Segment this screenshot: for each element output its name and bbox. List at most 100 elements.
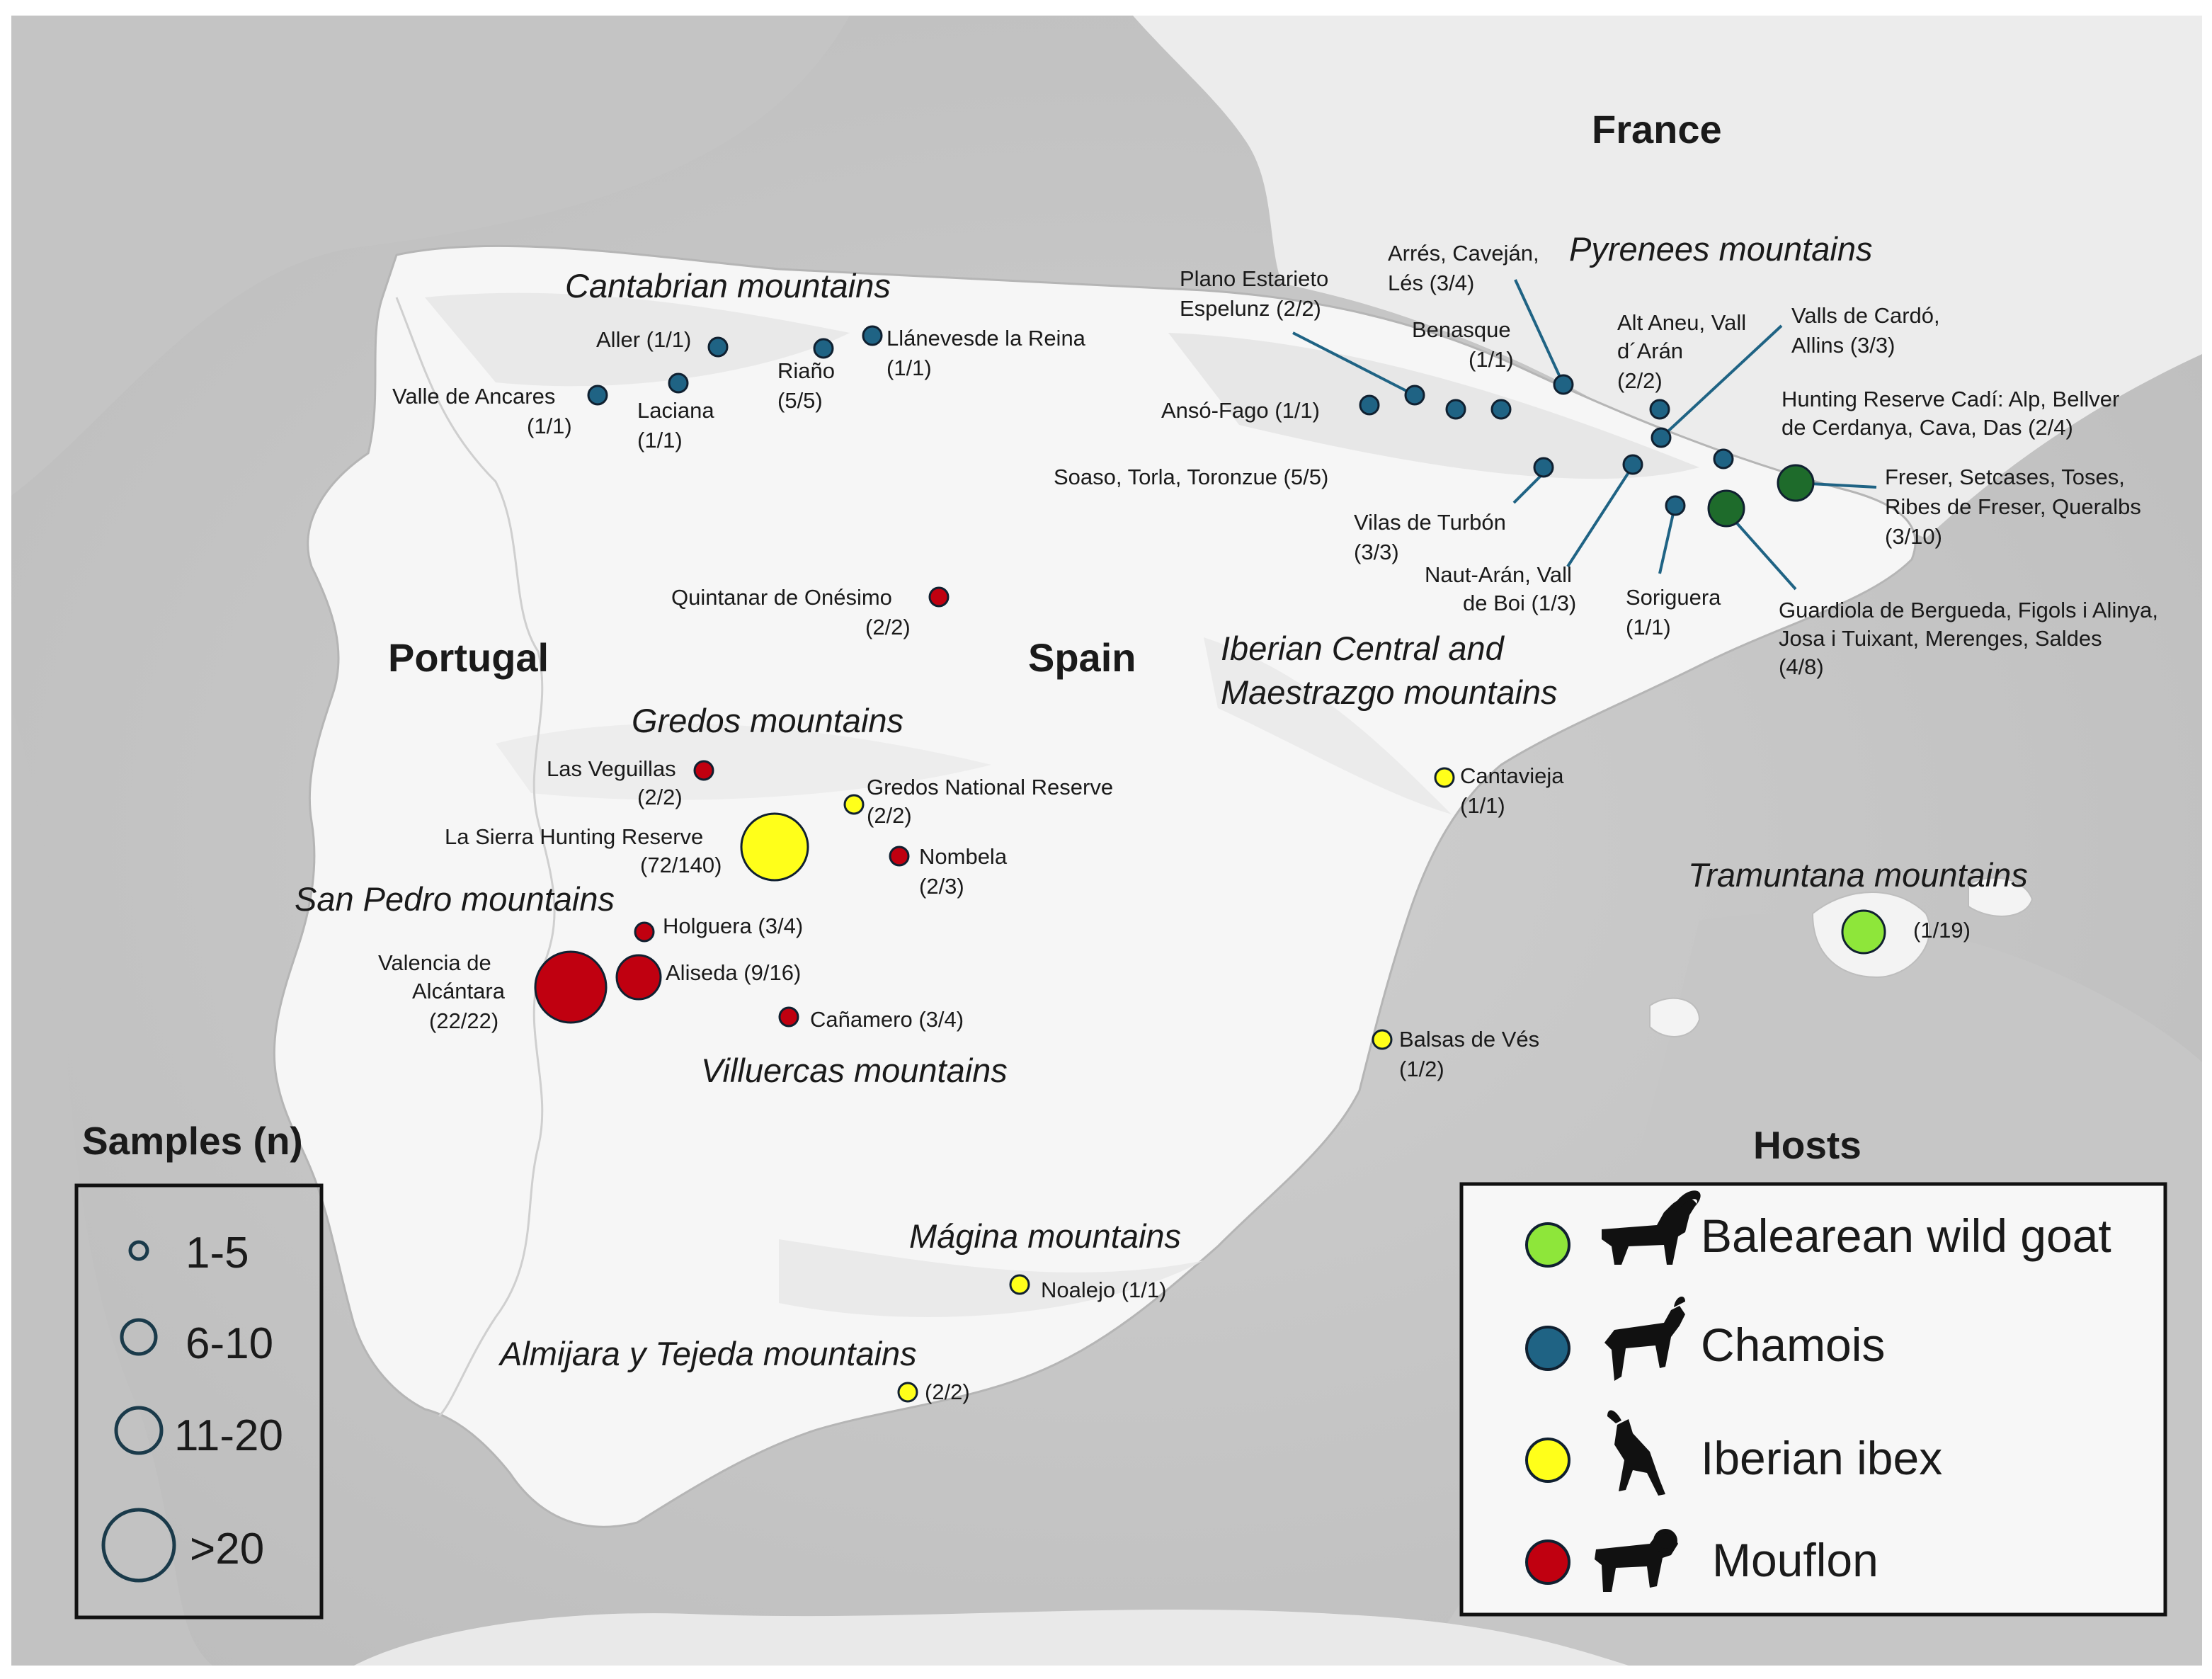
host-label: Iberian ibex — [1701, 1432, 1942, 1484]
ibex-silhouette-icon — [1607, 1410, 1665, 1496]
country-label-portugal: Portugal — [388, 635, 549, 680]
region-label: Iberian Central and — [1221, 630, 1505, 667]
site-label: (1/1) — [637, 428, 683, 453]
site-label: (2/2) — [1617, 368, 1663, 393]
site-label: Holguera (3/4) — [663, 914, 803, 938]
region-label: Tramuntana mountains — [1688, 856, 2028, 894]
chamois-silhouette-icon — [1604, 1297, 1685, 1381]
terrain-shade — [779, 1239, 1204, 1317]
marker-noalejo — [1009, 1274, 1030, 1295]
marker-canamero — [778, 1006, 799, 1028]
site-label: Naut-Arán, Vall — [1425, 562, 1572, 587]
marker-las-veguillas — [693, 760, 714, 781]
size-symbol-1-5 — [128, 1240, 149, 1261]
marker-tramuntana — [1841, 909, 1886, 955]
marker-valle-de-ancares — [587, 385, 608, 406]
site-label: d´Arán — [1617, 338, 1683, 363]
site-label: (1/1) — [1626, 615, 1671, 639]
site-label: Guardiola de Bergueda, Figols i Alinya, — [1779, 598, 2158, 622]
site-label: (1/1) — [1469, 347, 1514, 372]
site-label: Balsas de Vés — [1399, 1027, 1539, 1052]
site-label: (2/3) — [919, 874, 964, 899]
site-label: de Cerdanya, Cava, Das (2/4) — [1781, 415, 2073, 440]
deep-sea-shade — [11, 708, 212, 1666]
site-label: Josa i Tuixant, Merenges, Saldes — [1779, 626, 2102, 651]
marker-quintanar — [928, 586, 950, 608]
portugal-border — [395, 297, 556, 1418]
marker-nombela — [889, 846, 910, 867]
marker-vilas-de-turbon — [1533, 457, 1554, 478]
site-label: (22/22) — [429, 1008, 498, 1033]
site-label: Cañamero (3/4) — [810, 1007, 964, 1032]
site-label: (5/5) — [777, 388, 823, 413]
region-label: Gredos mountains — [632, 702, 903, 739]
samples-legend-title: Samples (n) — [82, 1119, 303, 1163]
marker-anso-fago — [1359, 394, 1380, 416]
samples-legend-box — [74, 1183, 324, 1620]
site-label: (2/2) — [925, 1379, 970, 1404]
site-label: (72/140) — [640, 853, 722, 877]
region-label: Mágina mountains — [909, 1217, 1181, 1255]
marker-alt-aneu — [1649, 399, 1670, 420]
marker-soaso — [1445, 399, 1466, 420]
region-label: Villuercas mountains — [701, 1052, 1008, 1089]
site-label: Espelunz (2/2) — [1180, 296, 1321, 321]
site-label: (1/19) — [1913, 918, 1971, 943]
terrain-shade — [425, 292, 850, 387]
site-label: Lés (3/4) — [1388, 271, 1474, 295]
iberian-peninsula-landmass — [273, 244, 1917, 1528]
france-landmass — [1133, 16, 2202, 538]
size-symbol-6-10 — [120, 1318, 158, 1356]
site-label: Quintanar de Onésimo — [671, 585, 892, 610]
marker-gredos-national-reserve — [843, 794, 865, 815]
marker-cantavieja — [1434, 767, 1455, 788]
marker-aliseda — [615, 954, 662, 1001]
menorca-island — [1968, 877, 2034, 917]
hosts-legend-title: Hosts — [1753, 1123, 1862, 1167]
host-symbol-chamois — [1525, 1326, 1570, 1371]
site-label: Soriguera — [1626, 585, 1721, 610]
site-label: (2/2) — [637, 785, 683, 809]
terrain-shade — [1168, 333, 1699, 479]
site-label: de Boi (1/3) — [1463, 591, 1576, 615]
africa-landmass — [354, 1609, 1629, 1666]
site-label: Noalejo (1/1) — [1041, 1277, 1166, 1302]
site-label: Llánevesde la Reina — [886, 326, 1086, 351]
marker-valls-de-cardo — [1651, 427, 1672, 448]
site-label: Plano Estarieto — [1180, 266, 1328, 291]
site-label: (2/2) — [865, 615, 911, 639]
site-label: (1/1) — [527, 414, 572, 438]
site-label: Aliseda (9/16) — [666, 960, 801, 985]
site-label: La Sierra Hunting Reserve — [445, 824, 703, 849]
site-label: Hunting Reserve Cadí: Alp, Bellver — [1781, 387, 2119, 411]
marker-naut-aran — [1622, 454, 1643, 475]
site-label: Benasque — [1412, 317, 1511, 342]
marker-llaneves — [862, 325, 883, 346]
site-label: Allins (3/3) — [1791, 333, 1895, 358]
marker-hunting-reserve-cadi — [1713, 448, 1734, 469]
region-label: Maestrazgo mountains — [1221, 673, 1557, 711]
size-label: 1-5 — [186, 1229, 249, 1277]
region-label: Almijara y Tejeda mountains — [498, 1335, 917, 1372]
site-label: (1/1) — [886, 355, 932, 380]
leader-line — [1512, 472, 1545, 504]
site-label: (4/8) — [1779, 654, 1824, 679]
site-label: Freser, Setcases, Toses, — [1885, 465, 2125, 489]
marker-valencia-de-alcantara — [534, 950, 608, 1024]
site-label: (2/2) — [867, 803, 912, 828]
region-label: Pyrenees mountains — [1569, 230, 1872, 268]
country-label-france: France — [1592, 107, 1722, 152]
site-label: Vilas de Turbón — [1354, 510, 1506, 535]
site-label: Valle de Ancares — [392, 384, 555, 409]
leader-line — [1658, 503, 1677, 574]
marker-plano-estarieto — [1404, 385, 1425, 406]
leader-line — [1725, 510, 1797, 591]
hosts-legend: Hosts Balearean wild goat Chamois Iberia… — [1459, 1123, 2167, 1617]
country-label-spain: Spain — [1028, 635, 1136, 680]
size-label: 11-20 — [174, 1411, 283, 1460]
marker-riano — [813, 338, 834, 359]
site-label: Riaño — [777, 358, 835, 383]
leader-lines — [1292, 279, 1877, 591]
site-label: Alt Aneu, Vall — [1617, 310, 1746, 335]
